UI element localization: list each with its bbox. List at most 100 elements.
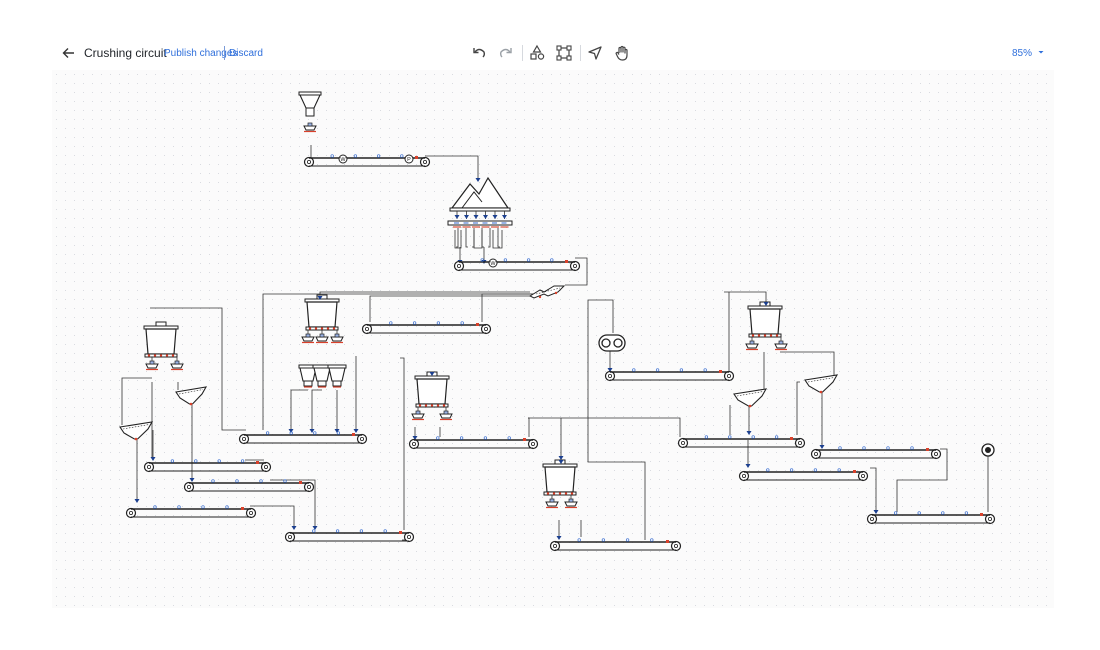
bin-outlet-port[interactable] — [564, 492, 568, 495]
flow-arrow[interactable] — [353, 429, 359, 433]
screen-undersize-port[interactable] — [189, 402, 193, 406]
reclaim-chutes[interactable] — [454, 230, 503, 249]
bin-outlet-port[interactable] — [570, 492, 574, 495]
conveyor-belt[interactable] — [238, 431, 368, 445]
bin-outlet-port[interactable] — [558, 492, 562, 495]
connector-line[interactable] — [724, 291, 767, 306]
terminal-dot[interactable] — [985, 447, 991, 453]
conveyor-belt[interactable] — [284, 529, 415, 543]
bin-outlet-port[interactable] — [430, 404, 434, 407]
crusher-base[interactable] — [317, 380, 327, 387]
connector-line[interactable] — [400, 357, 405, 530]
vibrating-feeder[interactable] — [170, 363, 184, 369]
stockpile-tunnel[interactable] — [449, 207, 511, 212]
feeder-motor[interactable] — [319, 333, 325, 338]
conveyor-port[interactable] — [601, 538, 606, 542]
conveyor-port[interactable] — [813, 468, 818, 472]
conveyor-pulley-hub[interactable] — [287, 534, 292, 539]
conveyor-pulley[interactable] — [238, 433, 250, 445]
crusher-base[interactable] — [332, 380, 342, 387]
flow-arrow[interactable] — [819, 445, 825, 449]
vibrating-feeder[interactable] — [564, 501, 578, 507]
conveyor-port[interactable] — [225, 505, 229, 509]
conveyor-pulley[interactable] — [183, 481, 195, 493]
conveyor-badge[interactable] — [338, 154, 348, 164]
conveyor-port[interactable] — [376, 154, 381, 158]
flow-arrow[interactable] — [745, 464, 751, 468]
conveyor-belt[interactable] — [677, 435, 806, 449]
connector-line[interactable] — [150, 307, 246, 431]
feeder-motor[interactable] — [778, 340, 784, 345]
conveyor-belt[interactable] — [361, 321, 492, 335]
bin-outlet-port[interactable] — [159, 354, 163, 357]
conveyor-port[interactable] — [766, 468, 770, 472]
vibrating-feeder[interactable] — [330, 336, 344, 342]
flow-arrow[interactable] — [763, 302, 769, 306]
bin-body[interactable] — [416, 378, 448, 405]
vibrating-screen[interactable] — [804, 374, 839, 394]
conveyor-port[interactable] — [259, 479, 263, 483]
connector-line[interactable] — [870, 467, 877, 512]
conveyor-port[interactable] — [789, 468, 794, 472]
bin-outlet-port[interactable] — [769, 334, 773, 337]
vibrating-feeder[interactable] — [301, 336, 315, 342]
conveyor-pulley[interactable] — [866, 513, 878, 525]
conveyor-port[interactable] — [170, 459, 175, 463]
conveyor-pulley-hub[interactable] — [422, 160, 427, 165]
conveyor-discharge[interactable] — [241, 507, 244, 510]
conveyor-pulley[interactable] — [738, 470, 750, 482]
conveyor-port[interactable] — [459, 436, 464, 440]
reclaim-feeder-bank[interactable] — [447, 220, 513, 226]
connector-line[interactable] — [565, 257, 588, 286]
feeder-motor[interactable] — [463, 222, 469, 224]
conveyor-pulley[interactable] — [284, 531, 296, 543]
flow-arrow[interactable] — [475, 178, 481, 182]
bin-outlet-port[interactable] — [751, 334, 755, 337]
tripper-port[interactable] — [554, 291, 558, 295]
bin-outlet-port[interactable] — [153, 354, 157, 357]
crusher-bowl[interactable] — [328, 367, 346, 382]
conveyor-pulley-hub[interactable] — [608, 373, 613, 378]
conveyor-port[interactable] — [153, 505, 157, 509]
conveyor-belt[interactable] — [604, 368, 735, 382]
conveyor-pulley-hub[interactable] — [359, 436, 364, 441]
bin-body[interactable] — [544, 466, 576, 493]
conveyor-belt[interactable] — [738, 468, 869, 482]
conveyor-port[interactable] — [910, 446, 914, 450]
ore-bin[interactable] — [143, 321, 184, 371]
conveyor-discharge[interactable] — [926, 448, 929, 451]
chevron-down-icon[interactable] — [1036, 47, 1046, 57]
conveyor-pulley-hub[interactable] — [483, 326, 488, 331]
conveyor-belt[interactable] — [183, 479, 315, 493]
conveyor-port[interactable] — [359, 529, 364, 533]
connector-line[interactable] — [262, 289, 549, 430]
feeder-motor[interactable] — [307, 122, 313, 127]
connector-line[interactable] — [481, 293, 537, 322]
conveyor-discharge[interactable] — [399, 531, 402, 534]
vibrating-feeder[interactable] — [745, 343, 759, 349]
conveyor-pulley[interactable] — [408, 438, 420, 450]
connector-line[interactable] — [497, 228, 500, 248]
vibrating-feeder[interactable] — [439, 413, 453, 419]
bin-body[interactable] — [145, 328, 177, 355]
conveyor-pulley-hub[interactable] — [306, 484, 311, 489]
conveyor-port[interactable] — [460, 321, 464, 325]
conveyor-port[interactable] — [177, 505, 181, 509]
screen-mesh[interactable] — [122, 424, 150, 430]
conveyor-port[interactable] — [632, 368, 636, 372]
ore-bin[interactable] — [745, 301, 788, 351]
flow-arrow[interactable] — [429, 372, 435, 376]
connector-line[interactable] — [311, 389, 322, 430]
conveyor-pulley[interactable] — [857, 470, 869, 482]
tripper-mesh[interactable] — [535, 287, 561, 295]
flow-arrow[interactable] — [291, 526, 297, 530]
conveyor-discharge[interactable] — [256, 461, 259, 464]
feeder-motor[interactable] — [568, 498, 574, 503]
conveyor-belt[interactable] — [125, 505, 257, 519]
conveyor-discharge[interactable] — [352, 433, 355, 436]
conveyor-pulley-hub[interactable] — [674, 543, 679, 548]
conveyor-pulley[interactable] — [670, 540, 682, 552]
conveyor-port[interactable] — [389, 321, 393, 325]
